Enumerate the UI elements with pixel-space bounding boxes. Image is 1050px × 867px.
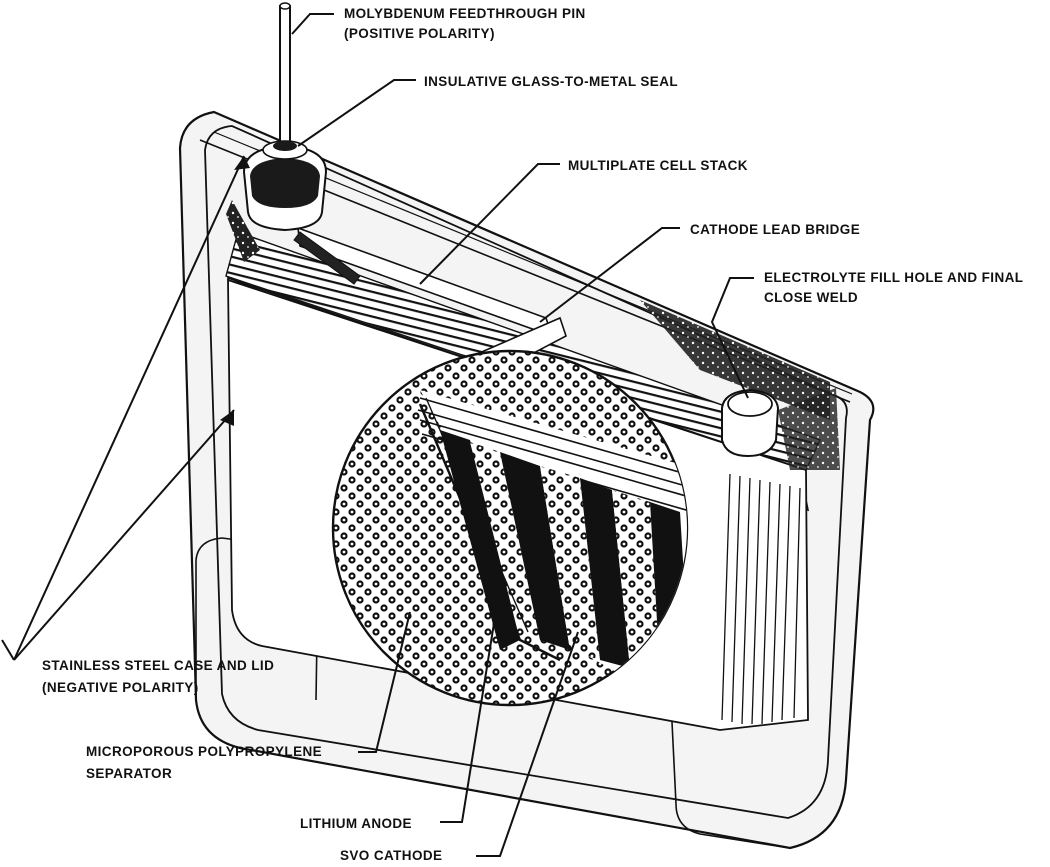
label-lithium-anode: LITHIUM ANODE — [300, 816, 412, 831]
callout-labels: MOLYBDENUM FEEDTHROUGH PIN (POSITIVE POL… — [42, 6, 1023, 863]
label-case: STAINLESS STEEL CASE AND LID — [42, 658, 274, 673]
label-case-polarity: (NEGATIVE POLARITY) — [42, 680, 199, 695]
leader-glass-seal — [297, 79, 416, 147]
label-svo-cathode: SVO CATHODE — [340, 848, 442, 863]
leader-case-2 — [13, 409, 235, 661]
leader-feedthrough-pin — [291, 13, 334, 35]
leader-separator — [358, 611, 411, 753]
leader-cell-stack — [419, 163, 560, 285]
label-glass-seal: INSULATIVE GLASS-TO-METAL SEAL — [424, 74, 678, 89]
electrolyte-fill-hole — [721, 388, 840, 470]
label-cell-stack: MULTIPLATE CELL STACK — [568, 158, 748, 173]
leader-lines — [1, 13, 754, 857]
feedthrough-pin — [279, 2, 291, 157]
label-feedthrough-pin: MOLYBDENUM FEEDTHROUGH PIN — [344, 6, 586, 21]
label-feedthrough-polarity: (POSITIVE POLARITY) — [344, 26, 495, 41]
label-separator-2: SEPARATOR — [86, 766, 172, 781]
leader-fill-hole — [710, 277, 754, 399]
glass-to-metal-seal — [226, 140, 328, 262]
leader-case-3 — [1, 639, 15, 661]
leader-case-1 — [13, 155, 245, 661]
magnified-cutaway-circle — [331, 349, 689, 707]
leader-anode — [440, 585, 501, 823]
leader-cathode — [476, 631, 579, 857]
label-separator: MICROPOROUS POLYPROPYLENE — [86, 744, 322, 759]
label-cathode-bridge: CATHODE LEAD BRIDGE — [690, 222, 860, 237]
leader-cathode-bridge — [539, 227, 680, 323]
label-close-weld: CLOSE WELD — [764, 290, 858, 305]
leader-arrowheads — [220, 156, 250, 426]
label-fill-hole: ELECTROLYTE FILL HOLE AND FINAL — [764, 270, 1023, 285]
